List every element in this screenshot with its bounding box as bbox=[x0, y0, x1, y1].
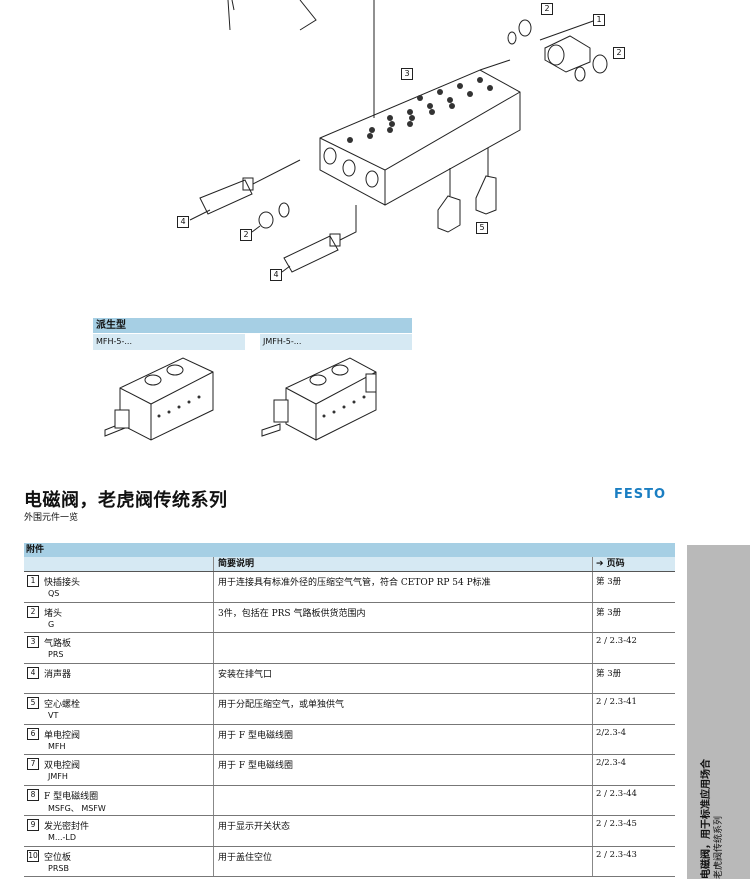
side-tab-text: 电磁阀，用于标准应用场合 老虎阀传统系列 bbox=[700, 759, 725, 879]
callout-3: 3 bbox=[401, 68, 413, 80]
page-subtitle: 外围元件一览 bbox=[24, 513, 79, 523]
side-tab-line1: 电磁阀，用于标准应用场合 bbox=[701, 759, 712, 879]
derivative-code-jmfh: JMFH-5-... bbox=[260, 334, 412, 350]
item-code: PRS bbox=[48, 650, 64, 659]
item-number: 5 bbox=[27, 697, 39, 709]
item-description: 安装在排气口 bbox=[213, 663, 592, 693]
item-code: PRSB bbox=[48, 863, 69, 873]
page-title: 电磁阀，老虎阀传统系列 bbox=[24, 490, 228, 511]
item-code: VT bbox=[48, 711, 59, 720]
callout-1: 1 bbox=[593, 14, 605, 26]
item-page-ref: 2 / 2.3-43 bbox=[592, 846, 675, 876]
item-page-ref: 第 3册 bbox=[592, 572, 675, 602]
item-number: 2 bbox=[27, 605, 39, 618]
callout-4-lower: 4 bbox=[270, 269, 282, 281]
derivative-code-mfh: MFH-5-... bbox=[93, 334, 245, 350]
callout-2-top: 2 bbox=[541, 3, 553, 15]
exploded-view-drawing bbox=[189, 0, 608, 273]
item-description bbox=[213, 785, 592, 815]
item-description: 用于分配压缩空气，或单独供气 bbox=[213, 694, 592, 724]
item-number: 6 bbox=[27, 727, 39, 740]
item-description: 用于连接具有标准外径的压缩空气气管，符合 CETOP RP 54 P标准 bbox=[213, 572, 592, 602]
column-header-description: 简要说明 bbox=[213, 557, 592, 571]
item-cell: 4 消声器 bbox=[24, 664, 213, 694]
side-tab bbox=[687, 545, 750, 879]
column-header-item bbox=[24, 557, 213, 571]
festo-logo: FESTO bbox=[614, 487, 667, 502]
item-name: 气路板 bbox=[44, 639, 72, 649]
item-code: QS bbox=[48, 589, 60, 598]
column-header-page: ➔ 页码 bbox=[592, 557, 675, 571]
item-code: MFH bbox=[48, 741, 66, 751]
side-tab-line2: 老虎阀传统系列 bbox=[714, 815, 724, 879]
derivatives-section: 派生型 MFH-5-... JMFH-5-... bbox=[93, 318, 412, 350]
item-page-ref: 第 3册 bbox=[592, 602, 675, 632]
item-name: 堵头 bbox=[44, 608, 63, 619]
item-name: 快插接头 bbox=[44, 578, 81, 588]
item-number: 4 bbox=[27, 666, 39, 679]
item-page-ref: 第 3册 bbox=[592, 663, 675, 693]
item-description: 用于显示开关状态 bbox=[213, 816, 592, 846]
item-page-ref: 2/2.3-4 bbox=[592, 724, 675, 754]
item-number: 10 bbox=[27, 849, 39, 862]
table-header-row: 简要说明 ➔ 页码 bbox=[24, 557, 675, 572]
item-page-ref: 2 / 2.3-44 bbox=[592, 785, 675, 815]
item-code: MSFG、 MSFW bbox=[48, 803, 106, 813]
item-description: 用于 F 型电磁线圈 bbox=[213, 724, 592, 754]
item-code: G bbox=[48, 619, 55, 629]
callout-2-left: 2 bbox=[240, 229, 252, 241]
callout-5: 5 bbox=[476, 222, 488, 234]
item-page-ref: 2 / 2.3-41 bbox=[592, 694, 675, 724]
item-code: JMFH bbox=[48, 772, 68, 781]
callout-4-left: 4 bbox=[177, 216, 189, 228]
item-number: 1 bbox=[27, 575, 39, 587]
item-description bbox=[213, 633, 592, 663]
accessories-heading: 附件 bbox=[24, 543, 675, 557]
derivatives-heading: 派生型 bbox=[93, 318, 412, 333]
item-name: 单电控阀 bbox=[44, 730, 81, 741]
item-page-ref: 2 / 2.3-45 bbox=[592, 816, 675, 846]
item-name: 空位板 bbox=[44, 852, 72, 863]
item-number: 3 bbox=[27, 636, 39, 648]
callout-2-right: 2 bbox=[613, 47, 625, 59]
item-description: 3件，包括在 PRS 气路板供货范围内 bbox=[213, 602, 592, 632]
item-page-ref: 2 / 2.3-42 bbox=[592, 633, 675, 663]
valve-image-mfh bbox=[104, 357, 214, 441]
item-number: 8 bbox=[27, 788, 39, 801]
item-description: 用于盖住空位 bbox=[213, 846, 592, 876]
item-name: 发光密封件 bbox=[44, 822, 90, 832]
item-name: 双电控阀 bbox=[44, 761, 81, 771]
item-page-ref: 2/2.3-4 bbox=[592, 755, 675, 785]
item-code: M...-LD bbox=[48, 833, 77, 842]
item-description: 用于 F 型电磁线圈 bbox=[213, 755, 592, 785]
valve-image-jmfh bbox=[261, 357, 377, 441]
item-name: F 型电磁线圈 bbox=[44, 791, 99, 802]
item-number: 7 bbox=[27, 758, 39, 770]
table-row: 4 消声器 安装在排气口第 3册 bbox=[24, 663, 675, 694]
item-name: 消声器 bbox=[44, 669, 72, 680]
item-number: 9 bbox=[27, 819, 39, 831]
item-name: 空心螺栓 bbox=[44, 700, 81, 710]
